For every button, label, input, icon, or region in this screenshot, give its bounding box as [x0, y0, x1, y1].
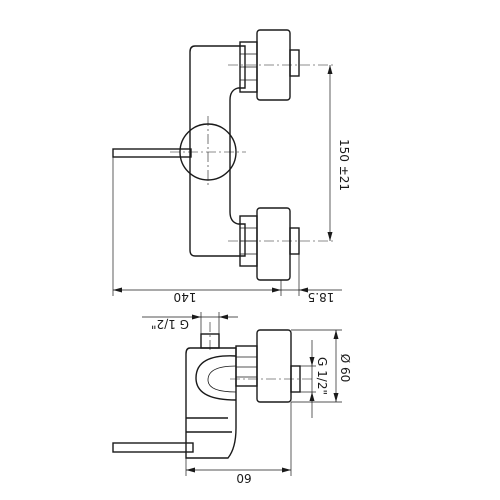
dimension-label-thread-top: G 1/2" — [151, 317, 189, 331]
upper-connection — [228, 29, 335, 101]
dimension-label-overall-width: 140 — [174, 290, 197, 304]
dimension-label-vertical-spacing: 150 ±21 — [337, 139, 351, 191]
lower-connection — [228, 207, 335, 281]
dimension-label-offset: 18.5 — [308, 290, 335, 304]
side-lever-handle — [112, 442, 194, 453]
lever-handle — [112, 148, 192, 158]
dimension-vertical-spacing: 150 ±21 — [327, 65, 351, 241]
dimension-label-rosette-diameter: Ø 60 — [338, 354, 352, 383]
upper-pipe — [289, 49, 300, 77]
side-rosette — [256, 329, 292, 403]
dimension-label-thread-side: G 1/2" — [315, 357, 329, 395]
dimension-depth: 60 — [185, 402, 292, 485]
front-view: 150 ±21 140 18.5 — [112, 29, 351, 304]
dimension-thread-top: G 1/2" — [142, 312, 238, 334]
dimension-label-depth: 60 — [236, 471, 251, 485]
side-view: G 1/2" G 1/2" Ø 60 60 — [112, 312, 352, 485]
dimension-rosette-diameter: Ø 60 — [291, 329, 352, 403]
lower-rosette — [256, 207, 291, 281]
mixer-body — [189, 45, 246, 257]
dimension-thread-side: G 1/2" — [300, 340, 329, 418]
side-nut — [235, 345, 258, 387]
cartridge-housing — [185, 347, 237, 459]
dimension-overall-width: 140 18.5 — [112, 157, 342, 304]
